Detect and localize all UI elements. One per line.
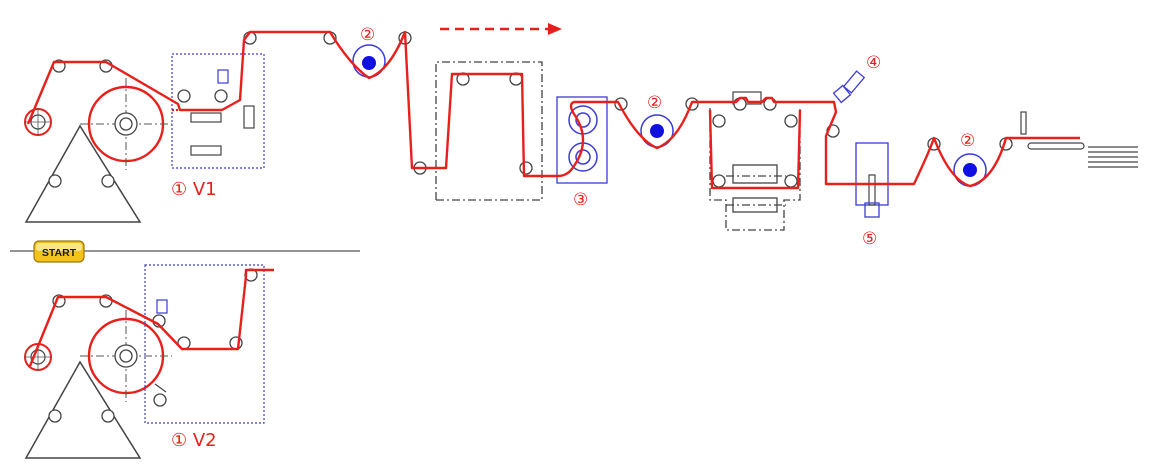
label-dancer-1: ②: [360, 25, 375, 45]
label-dancer-2: ②: [647, 93, 662, 113]
stand-roller: [101, 409, 115, 423]
processing-chamber: [709, 91, 801, 231]
flow-direction-arrow: [440, 23, 562, 35]
cutter-unit: [855, 142, 889, 218]
stand-roller: [101, 174, 115, 188]
label-dancer-3: ②: [960, 131, 975, 151]
start-button-label: START: [42, 247, 77, 259]
unwinder-v2: [24, 264, 265, 459]
sensor-unit: [832, 70, 866, 104]
splice-frame-v1: [171, 53, 265, 169]
label-cutter: ⑤: [862, 229, 877, 249]
stand-roller: [48, 409, 62, 423]
stand-roller: [48, 174, 62, 188]
label-v1: ① V1: [171, 179, 217, 200]
start-button[interactable]: START: [33, 240, 85, 263]
splice-frame-v2: [144, 264, 265, 424]
label-sensor: ④: [866, 53, 881, 73]
unwinder-stand: [24, 124, 142, 223]
label-nip-rollers: ③: [573, 190, 588, 210]
label-v2: ① V2: [171, 430, 217, 451]
web-path-v2: [28, 268, 274, 367]
unwinder-v1: [24, 53, 265, 223]
web-path-main: [26, 30, 1080, 188]
output-stacker: [1020, 111, 1138, 168]
